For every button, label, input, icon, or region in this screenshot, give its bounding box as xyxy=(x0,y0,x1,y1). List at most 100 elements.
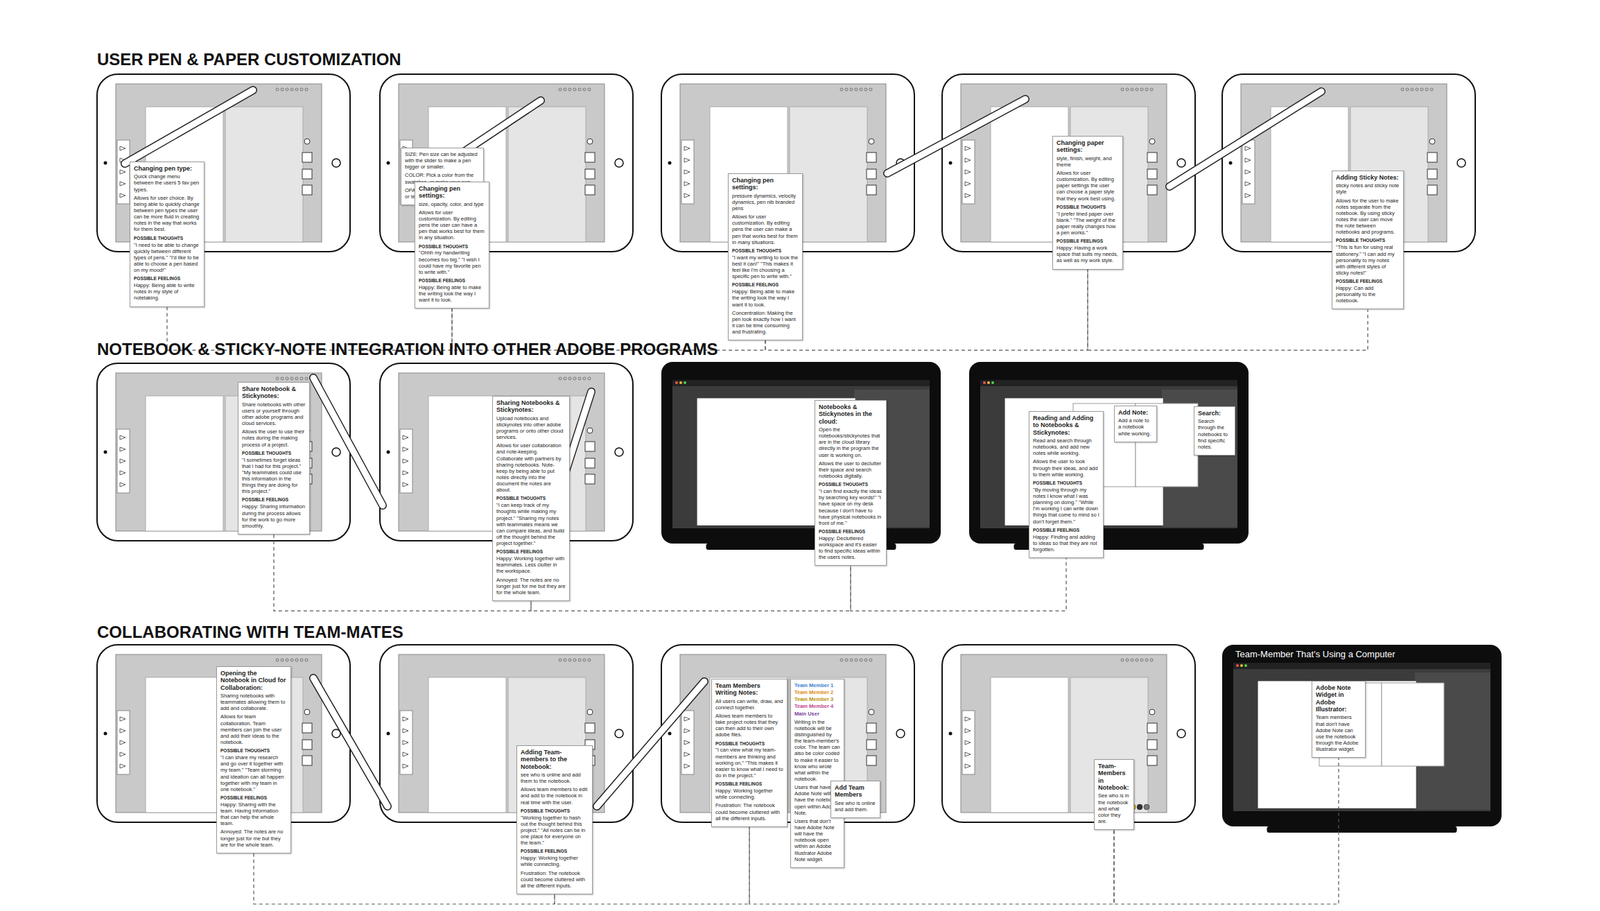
notebook-left-page xyxy=(990,677,1069,813)
pen-icon xyxy=(1245,181,1251,186)
tablet-body xyxy=(942,644,1196,823)
tablet-home-button xyxy=(1457,158,1466,168)
card-text: Happy: Having a work space that suits my… xyxy=(1056,244,1119,264)
tablet-screen xyxy=(1240,83,1447,242)
tablet-home-button xyxy=(614,158,624,168)
tablet-screen xyxy=(398,654,605,813)
card-text: Happy: Working together while connecting… xyxy=(520,854,589,868)
card-text: "This is fun for using real stationery."… xyxy=(1335,244,1400,276)
pen-icon xyxy=(119,728,126,733)
tool-square xyxy=(866,169,877,179)
team-avatar xyxy=(1136,804,1143,810)
card-text: sticky notes and sticky note style xyxy=(1335,182,1400,195)
tool-square xyxy=(585,458,595,468)
notebook-left-page xyxy=(145,395,224,532)
top-icon xyxy=(849,658,853,662)
top-icon xyxy=(859,88,863,91)
pen-icon xyxy=(402,752,409,757)
annotation-card: Changing pen settings:size, opacity, col… xyxy=(414,181,490,309)
pen-icon xyxy=(964,181,971,186)
section-label: POSSIBLE FEELINGS xyxy=(1056,238,1119,245)
pen-icon xyxy=(402,740,409,745)
window-dot xyxy=(983,381,986,385)
card-text: Allows for user customization. By editin… xyxy=(1056,169,1119,202)
tool-square xyxy=(866,739,877,750)
top-icon xyxy=(1150,658,1153,662)
annotation-card: Changing pen type:Quick change menu betw… xyxy=(129,161,205,308)
card-text: Upload notebooks and stickynotes into ot… xyxy=(496,415,566,441)
card-text: Happy: Decluttered workspace and it's ea… xyxy=(818,535,883,561)
tablet-camera xyxy=(103,732,108,736)
tool-square xyxy=(302,755,312,766)
top-icon xyxy=(563,377,567,380)
stylus-outline xyxy=(313,677,388,807)
section-label: POSSIBLE THOUGHTS xyxy=(418,244,486,250)
window-dot xyxy=(1244,664,1248,667)
top-icon xyxy=(1410,88,1414,91)
tablet-body xyxy=(661,644,915,823)
tablet-camera xyxy=(103,161,108,165)
flow-connector xyxy=(531,565,851,611)
tablet-camera xyxy=(668,732,672,736)
tool-circle xyxy=(304,709,310,715)
card-text: Happy: Being able to make the writing lo… xyxy=(418,284,486,303)
card-text: Annoyed: The notes are no longer just fo… xyxy=(220,828,288,848)
laptop-screen xyxy=(672,379,930,529)
window-dot xyxy=(1240,664,1243,667)
top-icon xyxy=(1415,88,1419,91)
pen-icon xyxy=(684,752,690,757)
tablet-illustration xyxy=(661,644,915,823)
card-text: Team members that don't have Adobe Note … xyxy=(1315,714,1362,753)
tool-square xyxy=(866,723,877,733)
card-heading: Adding Sticky Notes: xyxy=(1335,174,1400,181)
pen-icon xyxy=(119,458,126,464)
tablet-camera xyxy=(949,732,953,736)
tool-circle xyxy=(587,709,593,715)
top-icon xyxy=(1130,658,1134,662)
pen-icon xyxy=(402,470,409,475)
tool-square xyxy=(302,723,312,733)
notebook-right-page xyxy=(225,106,303,242)
stylus-body xyxy=(405,100,541,191)
card-text: Main User xyxy=(794,710,841,717)
top-icon xyxy=(1145,658,1149,662)
annotation-card: Adding Team-members to the Notebook:see … xyxy=(516,745,593,895)
flow-connector xyxy=(1114,757,1339,904)
tool-square xyxy=(302,152,312,163)
top-icon xyxy=(280,377,284,380)
pen-icon xyxy=(402,435,409,440)
top-icon xyxy=(285,88,289,91)
top-icon xyxy=(1430,88,1433,91)
card-text: Add a note to a notebook while working. xyxy=(1118,417,1153,437)
top-icon xyxy=(280,658,284,662)
top-icon xyxy=(568,658,572,662)
card-text: Quick change menu between the users 5 fa… xyxy=(133,173,201,193)
card-text: style, finish, weight, and theme xyxy=(1056,155,1119,168)
pen-icon xyxy=(402,447,409,452)
pen-icon xyxy=(684,763,690,769)
section-label: POSSIBLE FEELINGS xyxy=(496,549,566,555)
top-icon xyxy=(295,377,299,380)
stylus-body xyxy=(1169,91,1322,187)
tablet-home-button xyxy=(614,729,624,738)
top-icon xyxy=(587,658,591,662)
top-icon xyxy=(573,377,577,380)
window-dot xyxy=(991,381,995,385)
top-icon xyxy=(864,88,868,91)
card-text: Sharing notebooks with teammates allowin… xyxy=(220,692,288,712)
pen-icon xyxy=(964,716,971,721)
top-icon xyxy=(290,88,294,91)
top-icon xyxy=(558,658,562,662)
tablet-home-button xyxy=(1177,158,1186,168)
stylus-outline xyxy=(124,90,254,164)
tablet-illustration xyxy=(379,644,633,823)
top-icon xyxy=(864,658,868,662)
card-text: Allows for user collaboration and note-k… xyxy=(496,442,566,493)
annotation-card: Notebooks & Stickynotes in the cloud:Ope… xyxy=(814,400,887,566)
top-icon xyxy=(558,88,562,91)
card-heading: Changing pen settings: xyxy=(732,176,799,192)
screen-title: Team-Member That's Using a Computer xyxy=(1235,648,1396,660)
note-card: Search:Search through the notebooks to f… xyxy=(1193,406,1236,456)
section-label: POSSIBLE THOUGHTS xyxy=(520,808,589,814)
card-text: All users can write, draw, and connect t… xyxy=(715,698,784,711)
